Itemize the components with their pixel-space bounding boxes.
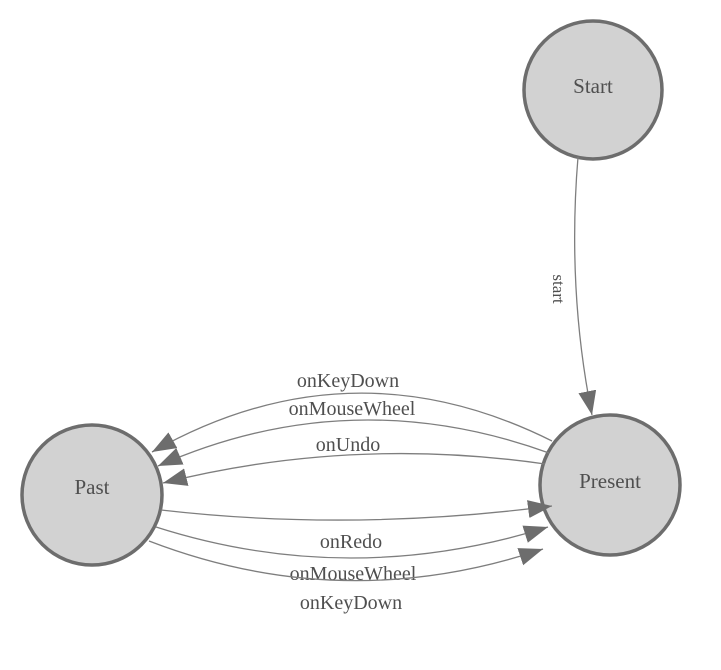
- edge-past-to-present-onkeydown: onKeyDown: [148, 540, 544, 614]
- edge-present-to-past-onundo: onUndo: [162, 434, 546, 486]
- node-start-label: Start: [573, 74, 613, 98]
- node-start: Start: [522, 19, 664, 161]
- edge-label-onkeydown-upper: onKeyDown: [297, 370, 399, 392]
- node-start-circle: [522, 19, 664, 161]
- edge-path-onredo: [160, 500, 553, 521]
- edge-start-to-present-label: start: [549, 274, 568, 304]
- edge-label-onmousewheel-upper: onMouseWheel: [289, 398, 416, 420]
- edge-path-onkeydown-upper: [151, 392, 553, 453]
- edge-path-onundo: [162, 452, 546, 486]
- edge-start-to-present-path: [573, 156, 597, 416]
- edge-past-to-present-onredo: onRedo: [160, 500, 553, 553]
- edge-present-to-past-onmousewheel: onMouseWheel: [157, 398, 550, 467]
- edge-path-onkeydown-lower: [148, 540, 544, 582]
- edge-label-onmousewheel-lower: onMouseWheel: [290, 563, 417, 585]
- node-past-circle: [20, 423, 164, 567]
- node-present: Present: [538, 413, 682, 557]
- edge-label-onredo: onRedo: [320, 531, 382, 553]
- edge-label-onundo: onUndo: [316, 434, 380, 456]
- edge-path-onmousewheel-lower: [155, 525, 549, 559]
- node-present-label: Present: [579, 469, 641, 493]
- node-past-label: Past: [74, 475, 109, 499]
- node-present-circle: [538, 413, 682, 557]
- edge-path-onmousewheel-upper: [157, 419, 550, 467]
- node-past: Past: [20, 423, 164, 567]
- edge-start-to-present: start: [549, 156, 597, 416]
- edge-label-onkeydown-lower: onKeyDown: [300, 592, 402, 614]
- edge-present-to-past-onkeydown: onKeyDown: [151, 370, 553, 453]
